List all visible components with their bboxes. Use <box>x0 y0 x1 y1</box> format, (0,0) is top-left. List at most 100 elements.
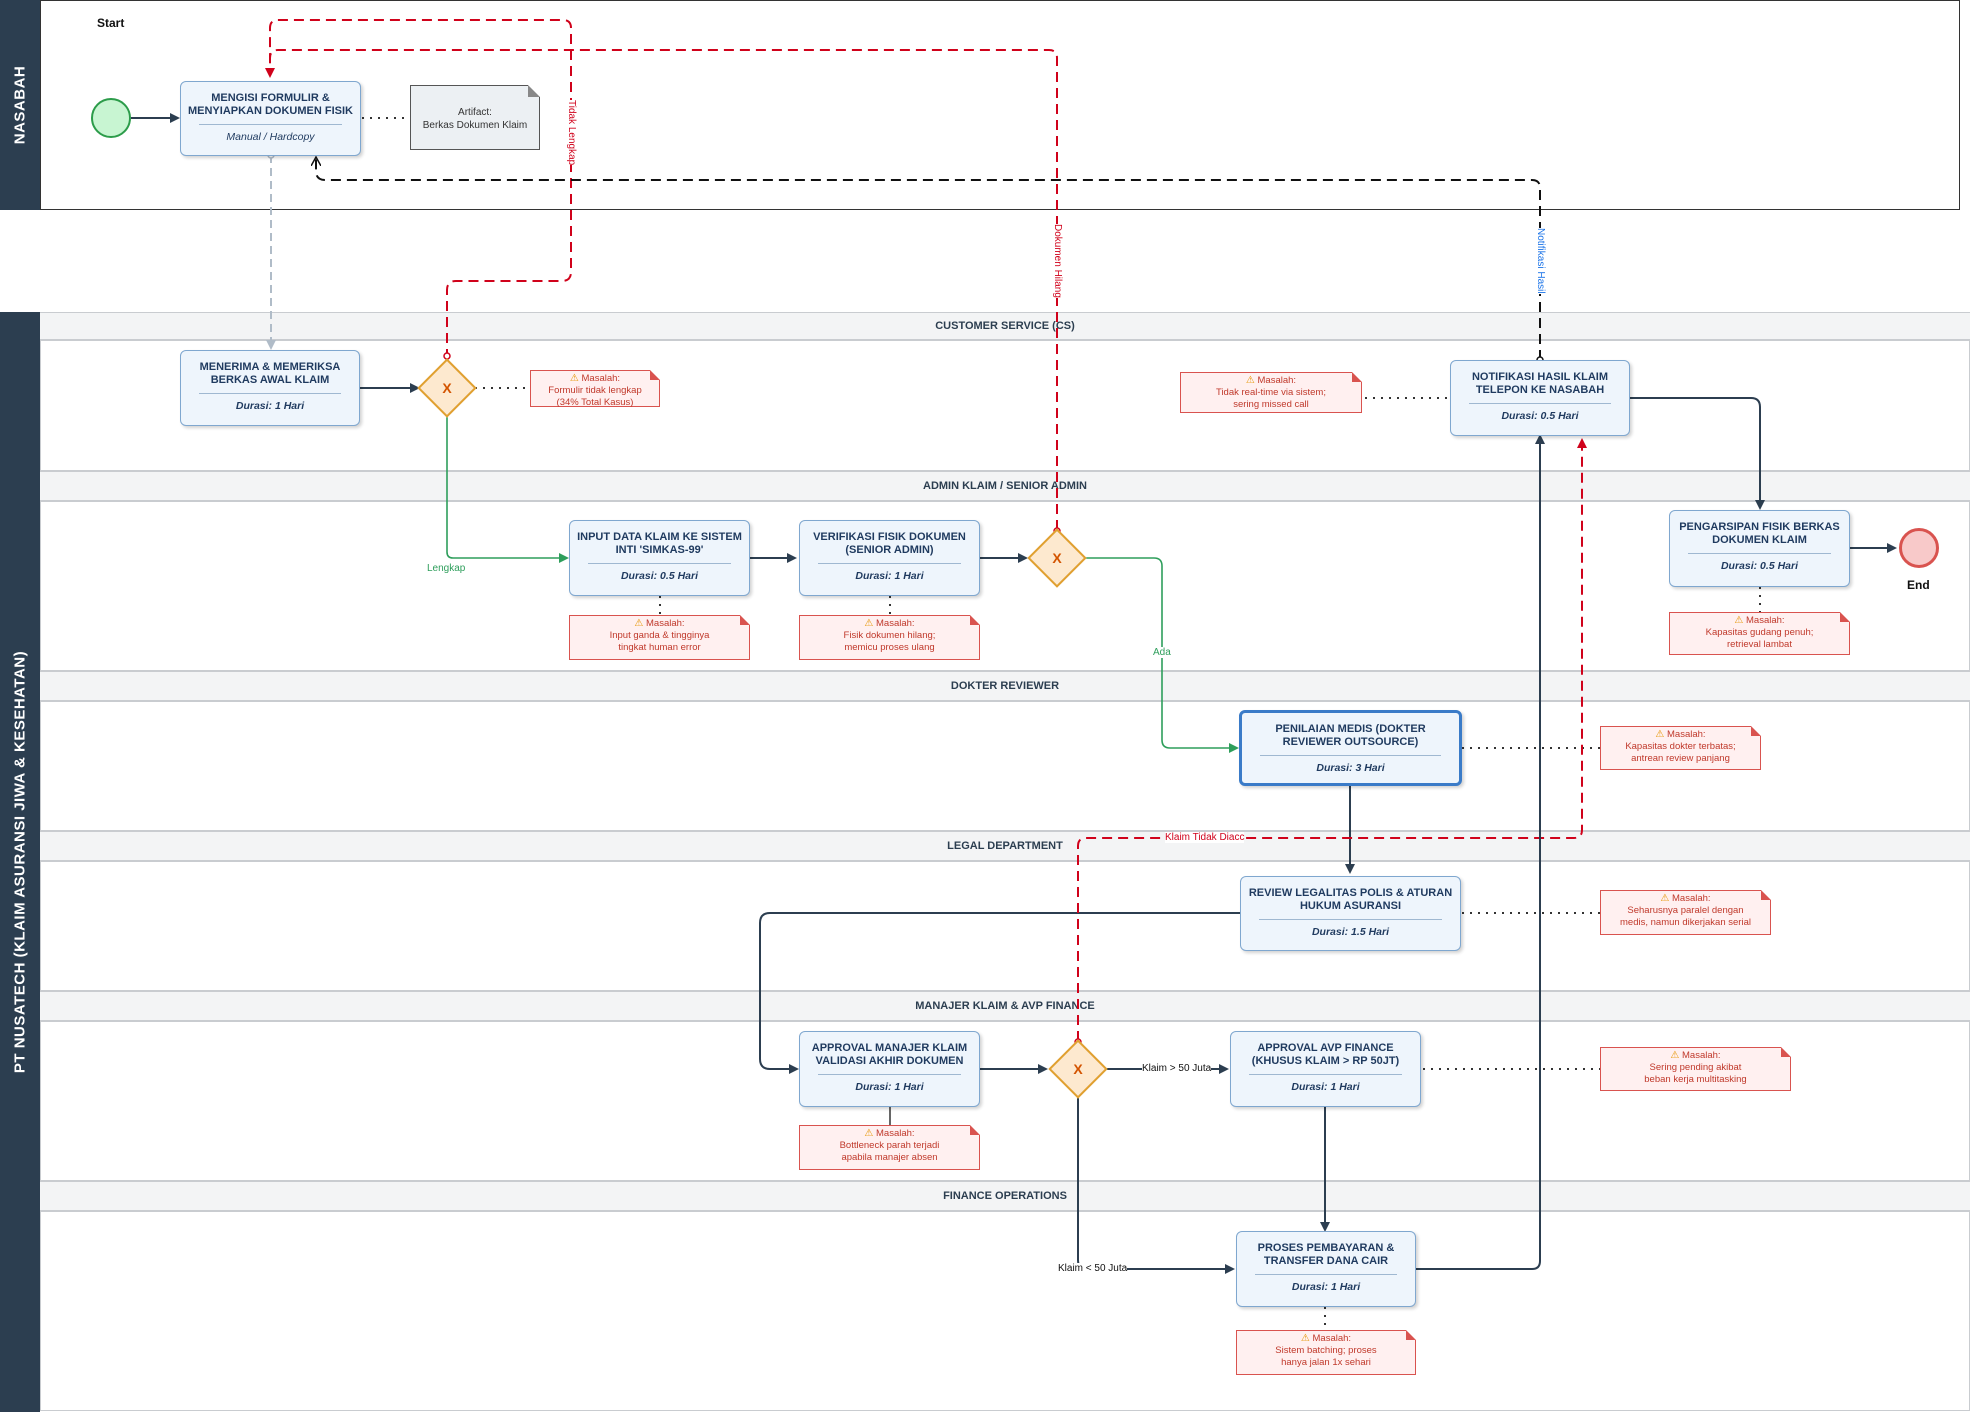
start-event[interactable] <box>91 98 131 138</box>
task-isi-formulir[interactable]: MENGISI FORMULIR & MENYIAPKAN DOKUMEN FI… <box>180 81 361 156</box>
note-fold <box>1761 890 1771 900</box>
note-fold <box>970 615 980 625</box>
task-approval-manajer[interactable]: APPROVAL MANAJER KLAIM VALIDASI AKHIR DO… <box>799 1031 980 1107</box>
task-divider <box>588 563 731 564</box>
note-line: Sistem batching; proses <box>1275 1345 1377 1356</box>
task-title: INPUT DATA KLAIM KE SISTEM INTI 'SIMKAS-… <box>577 531 742 556</box>
problem-note-finance: ⚠ Masalah: Sistem batching; proses hanya… <box>1236 1330 1416 1375</box>
task-meta: Durasi: 1 Hari <box>855 570 924 582</box>
task-divider <box>1688 553 1831 554</box>
flow-gw1-to-input <box>446 416 569 563</box>
task-title: NOTIFIKASI HASIL KLAIM TELEPON KE NASABA… <box>1471 371 1609 396</box>
flow-review-to-approval <box>759 912 1240 1074</box>
lane-header-legal: LEGAL DEPARTMENT <box>40 831 1970 861</box>
artifact-fold <box>528 85 540 97</box>
label-klaim-gt-50: Klaim > 50 Juta <box>1142 1063 1212 1074</box>
warning-icon: ⚠ <box>864 618 874 629</box>
note-line: memicu proses ulang <box>844 642 935 653</box>
problem-note-dokter: ⚠ Masalah: Kapasitas dokter terbatas; an… <box>1600 726 1761 770</box>
task-title: REVIEW LEGALITAS POLIS & ATURAN HUKUM AS… <box>1248 887 1453 912</box>
task-verifikasi[interactable]: VERIFIKASI FISIK DOKUMEN (SENIOR ADMIN) D… <box>799 520 980 596</box>
label-klaim-tidak-diacc: Klaim Tidak Diacc <box>1165 832 1245 843</box>
lane-manajer <box>40 1021 1970 1181</box>
task-title: APPROVAL MANAJER KLAIM VALIDASI AKHIR DO… <box>811 1042 968 1067</box>
task-penilaian-medis[interactable]: PENILAIAN MEDIS (DOKTER REVIEWER OUTSOUR… <box>1239 710 1462 786</box>
task-divider <box>199 393 341 394</box>
note-fold <box>1781 1047 1791 1057</box>
note-line: Tidak real-time via sistem; <box>1216 387 1326 398</box>
note-title: Masalah: <box>876 618 915 629</box>
lane-title-cs: CUSTOMER SERVICE (CS) <box>935 320 1075 332</box>
lane-admin <box>40 501 1970 671</box>
warning-icon: ⚠ <box>1734 615 1744 626</box>
note-title: Masalah: <box>581 373 621 384</box>
task-approval-avp[interactable]: APPROVAL AVP FINANCE (KHUSUS KLAIM > RP … <box>1230 1031 1421 1107</box>
note-title: Masalah: <box>1257 375 1297 386</box>
note-line: apabila manajer absen <box>841 1152 938 1163</box>
start-label: Start <box>97 16 125 30</box>
problem-note-manajer: ⚠ Masalah: Bottleneck parah terjadi apab… <box>799 1125 980 1170</box>
end-event[interactable] <box>1899 528 1939 568</box>
note-title: Masalah: <box>1672 893 1711 904</box>
warning-icon: ⚠ <box>634 618 644 629</box>
task-review-legalitas[interactable]: REVIEW LEGALITAS POLIS & ATURAN HUKUM AS… <box>1240 876 1461 951</box>
problem-note-arsip: ⚠ Masalah: Kapasitas gudang penuh; retri… <box>1669 612 1850 655</box>
task-title: APPROVAL AVP FINANCE (KHUSUS KLAIM > RP … <box>1251 1042 1400 1067</box>
task-title: PENGARSIPAN FISIK BERKAS DOKUMEN KLAIM <box>1679 521 1840 546</box>
note-line: beban kerja multitasking <box>1644 1074 1747 1085</box>
lane-finance <box>40 1211 1970 1411</box>
task-title: VERIFIKASI FISIK DOKUMEN (SENIOR ADMIN) <box>813 531 966 556</box>
note-title: Masalah: <box>646 618 685 629</box>
warning-icon: ⚠ <box>1670 1050 1680 1061</box>
lane-title-admin: ADMIN KLAIM / SENIOR ADMIN <box>923 480 1087 492</box>
task-divider <box>818 563 961 564</box>
note-line: hanya jalan 1x sehari <box>1281 1357 1371 1368</box>
task-divider <box>1469 403 1611 404</box>
message-notifikasi-hasil <box>316 158 1541 360</box>
task-meta: Durasi: 1 Hari <box>1291 1081 1360 1093</box>
task-meta: Manual / Hardcopy <box>226 131 315 143</box>
note-fold <box>1352 372 1362 382</box>
task-divider <box>1260 755 1441 756</box>
task-meta: Durasi: 0.5 Hari <box>1501 410 1579 422</box>
problem-note-notifikasi: ⚠ Masalah: Tidak real-time via sistem; s… <box>1180 372 1362 413</box>
flow-klaim-tidak-diacc <box>1077 438 1587 1041</box>
task-notifikasi[interactable]: NOTIFIKASI HASIL KLAIM TELEPON KE NASABA… <box>1450 360 1630 436</box>
note-fold <box>740 615 750 625</box>
lane-dokter <box>40 701 1970 831</box>
note-line: Input ganda & tingginya <box>609 630 710 641</box>
note-fold <box>970 1125 980 1135</box>
label-tidak-lengkap: Tidak Lengkap <box>566 100 577 166</box>
note-line: Fisik dokumen hilang; <box>843 630 936 641</box>
warning-icon: ⚠ <box>1245 375 1255 386</box>
problem-note-cs: ⚠ Masalah: Formulir tidak lengkap (34% T… <box>530 370 660 408</box>
lane-header-dokter: DOKTER REVIEWER <box>40 671 1970 701</box>
task-input[interactable]: INPUT DATA KLAIM KE SISTEM INTI 'SIMKAS-… <box>569 520 750 596</box>
problem-note-legal: ⚠ Masalah: Seharusnya paralel dengan med… <box>1600 890 1771 935</box>
warning-icon: ⚠ <box>864 1128 874 1139</box>
flow-notifikasi-to-arsip <box>1630 397 1765 510</box>
task-divider <box>818 1074 961 1075</box>
note-line: (34% Total Kasus) <box>556 397 634 408</box>
task-title: PENILAIAN MEDIS (DOKTER REVIEWER OUTSOUR… <box>1275 723 1426 748</box>
lane-header-manajer: MANAJER KLAIM & AVP FINANCE <box>40 991 1970 1021</box>
lane-header-admin: ADMIN KLAIM / SENIOR ADMIN <box>40 471 1970 501</box>
artifact-berkas[interactable]: Artifact: Berkas Dokumen Klaim <box>410 85 540 150</box>
gateway-x-icon: X <box>442 380 452 396</box>
label-ada: Ada <box>1153 647 1171 658</box>
task-divider <box>199 124 342 125</box>
task-meta: Durasi: 3 Hari <box>1316 762 1385 774</box>
note-line: sering missed call <box>1233 399 1309 410</box>
note-title: Masalah: <box>1667 729 1706 740</box>
lane-cs <box>40 340 1970 471</box>
note-title: Masalah: <box>1682 1050 1721 1061</box>
note-line: medis, namun dikerjakan serial <box>1620 917 1751 928</box>
pool-label-nasabah: NASABAH <box>0 0 40 210</box>
lane-title-legal: LEGAL DEPARTMENT <box>947 840 1063 852</box>
note-line: Seharusnya paralel dengan <box>1627 905 1744 916</box>
flow-dokumen-hilang <box>269 49 1058 530</box>
